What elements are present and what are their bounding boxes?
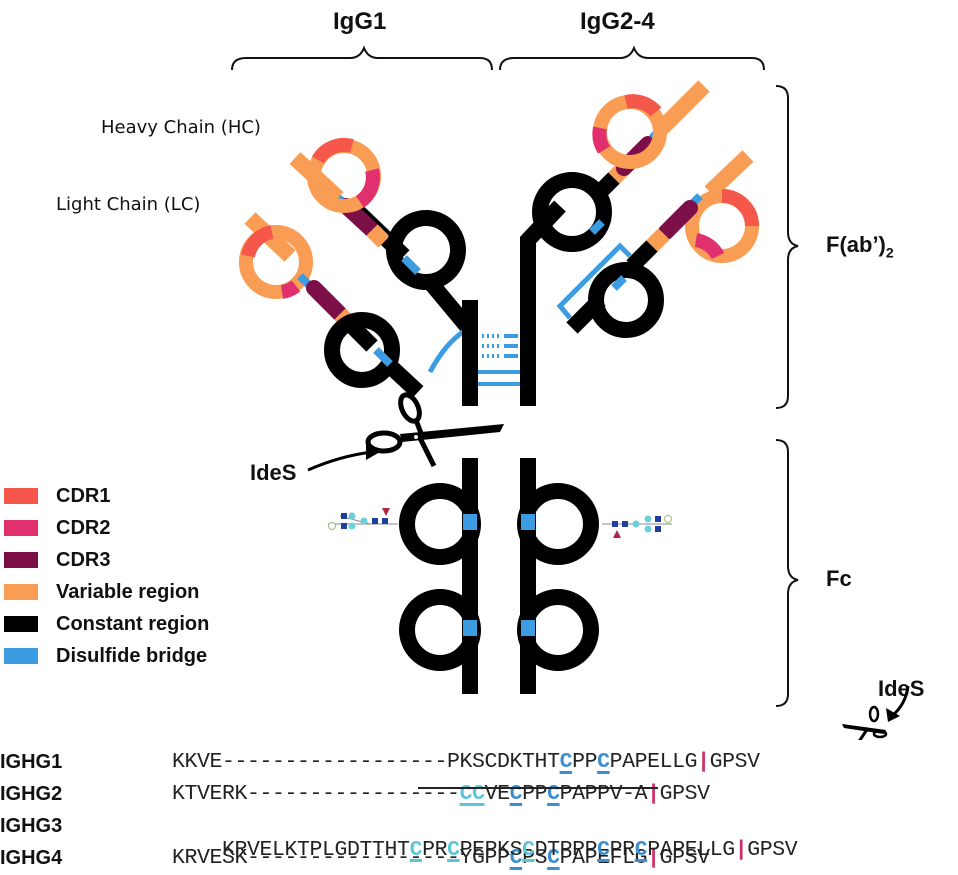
legend-item-cdr1: CDR1 xyxy=(4,480,209,512)
fc-brace xyxy=(775,439,799,707)
sequence-segment: PAPEFLG xyxy=(559,846,648,870)
sequence-segment: VE xyxy=(484,782,510,806)
legend-swatch-disulfide xyxy=(4,648,38,664)
legend-item-variable: Variable region xyxy=(4,576,209,608)
alignment-row: IGHG4 KRVESK-----------------YGPPCPSCPAP… xyxy=(0,842,797,874)
legend-label-cdr2: CDR2 xyxy=(56,516,111,539)
sequence-segment: GPSV xyxy=(659,846,710,870)
cysteine-residue: C xyxy=(522,838,535,862)
fc-region-label: Fc xyxy=(826,566,852,591)
sequence-segment: PAPELLG xyxy=(647,838,735,862)
sequence-segment: KRVESK-----------------YGPP xyxy=(172,846,510,870)
ides-alignment-arrow xyxy=(891,685,910,718)
legend-label-disulfide: Disulfide bridge xyxy=(56,644,208,667)
legend-label-cdr1: CDR1 xyxy=(56,484,111,507)
cleavage-site-marker: | xyxy=(734,838,748,862)
glycan-right-icon xyxy=(602,515,672,538)
header-igg2-4: IgG2-4 xyxy=(580,8,655,35)
gene-label: IGHG1 xyxy=(0,750,63,773)
sequence-segment: GPSV xyxy=(659,782,710,806)
legend-label-cdr3: CDR3 xyxy=(56,548,111,571)
cysteine-residue: C xyxy=(634,838,648,862)
scissors-icon-alignment xyxy=(842,705,888,740)
ides-label-main: IdeS xyxy=(250,460,297,485)
sequence-segment: PR xyxy=(422,838,448,862)
cysteine-residue: C xyxy=(597,750,610,774)
sequence-alignment: IGHG1 KKVE------------------PKSCDKTHTCPP… xyxy=(0,746,798,874)
fc-region xyxy=(399,458,599,694)
legend: CDR1 CDR2 CDR3 Variable region Constant … xyxy=(4,480,209,672)
sequence: KRVESK-----------------YGPPCPSCPAPEFLG|G… xyxy=(172,846,710,870)
sequence-segment: PR xyxy=(609,838,635,862)
antibody-diagram xyxy=(231,45,910,740)
ides-label-alignment: IdeS xyxy=(878,676,925,701)
legend-swatch-cdr1 xyxy=(4,488,38,504)
fab-label-subscript: 2 xyxy=(885,244,894,261)
sequence: KKVE------------------PKSCDKTHTCPPCPAPEL… xyxy=(172,750,760,774)
legend-swatch-cdr3 xyxy=(4,552,38,568)
cysteine-residue: C xyxy=(559,750,573,774)
igg1-brace xyxy=(231,45,493,71)
sequence-segment: DTPPP xyxy=(534,838,598,862)
cysteine-residue: C xyxy=(597,838,610,862)
scissors-icon-main xyxy=(365,392,504,468)
sequence-segment: PEPKS xyxy=(459,838,523,862)
hinge-overline xyxy=(418,787,658,789)
sequence-segment: GPSV xyxy=(709,750,760,774)
sequence-segment: PP xyxy=(522,782,548,806)
sequence-segment: PAPELLG xyxy=(609,750,698,774)
fab-label-text: F(ab’) xyxy=(826,232,886,257)
sequence: KTVERK-----------------CCVECPPCPAPPV-A|G… xyxy=(172,782,710,806)
igg2-4-brace-path xyxy=(499,45,765,71)
heavy-chain-label: Heavy Chain (HC) xyxy=(101,117,261,138)
left-fab-arm xyxy=(239,137,478,404)
legend-item-constant: Constant region xyxy=(4,608,209,640)
legend-label-variable: Variable region xyxy=(56,580,200,603)
legend-label-constant: Constant region xyxy=(56,612,210,635)
fab-brace xyxy=(775,85,799,409)
alignment-row: IGHG3 KRVELKTPLGDTTHTCPRCPEPKSCDTPPPCPRC… xyxy=(0,787,798,862)
cysteine-residue: C xyxy=(447,838,460,862)
cysteine-residue: C xyxy=(409,838,423,862)
legend-swatch-cdr2 xyxy=(4,520,38,536)
gene-label: IGHG3 xyxy=(0,814,63,837)
sequence-segment: PAPPV-A xyxy=(559,782,648,806)
sequence-segment: KTVERK----------------- xyxy=(172,782,460,806)
legend-swatch-variable xyxy=(4,584,38,600)
fab-region-label: F(ab’)2 xyxy=(826,232,894,260)
sequence-segment: PP xyxy=(572,750,598,774)
sequence: KRVELKTPLGDTTHTCPRCPEPKSCDTPPPCPRCPAPELL… xyxy=(172,787,798,862)
hinge-region xyxy=(462,300,536,406)
sequence-segment: KKVE------------------PKSCDKTHT xyxy=(172,750,560,774)
legend-swatch-constant xyxy=(4,616,38,632)
glycan-left-icon xyxy=(328,508,398,530)
gene-label: IGHG4 xyxy=(0,846,63,869)
cysteine-residue: C xyxy=(547,846,560,870)
ides-arrow xyxy=(307,450,373,472)
gene-label: IGHG2 xyxy=(0,782,63,805)
sequence-segment: GPSV xyxy=(747,838,798,862)
legend-item-cdr2: CDR2 xyxy=(4,512,209,544)
cysteine-residue: C xyxy=(509,846,523,870)
sequence-segment: PS xyxy=(522,846,548,870)
alignment-row: IGHG1 KKVE------------------PKSCDKTHTCPP… xyxy=(0,746,797,778)
cleavage-site-marker: | xyxy=(647,846,660,870)
cysteine-residue: CC xyxy=(459,782,485,806)
alignment-row: IGHG2 KTVERK-----------------CCVECPPCPAP… xyxy=(0,778,797,810)
cleavage-site-marker: | xyxy=(697,750,710,774)
legend-item-cdr3: CDR3 xyxy=(4,544,209,576)
right-fab-arm xyxy=(520,80,759,338)
header-igg1: IgG1 xyxy=(333,8,387,35)
sequence-segment: KRVELKTPLGDTTHT xyxy=(222,838,410,862)
legend-item-disulfide: Disulfide bridge xyxy=(4,640,209,672)
light-chain-label: Light Chain (LC) xyxy=(56,194,201,215)
